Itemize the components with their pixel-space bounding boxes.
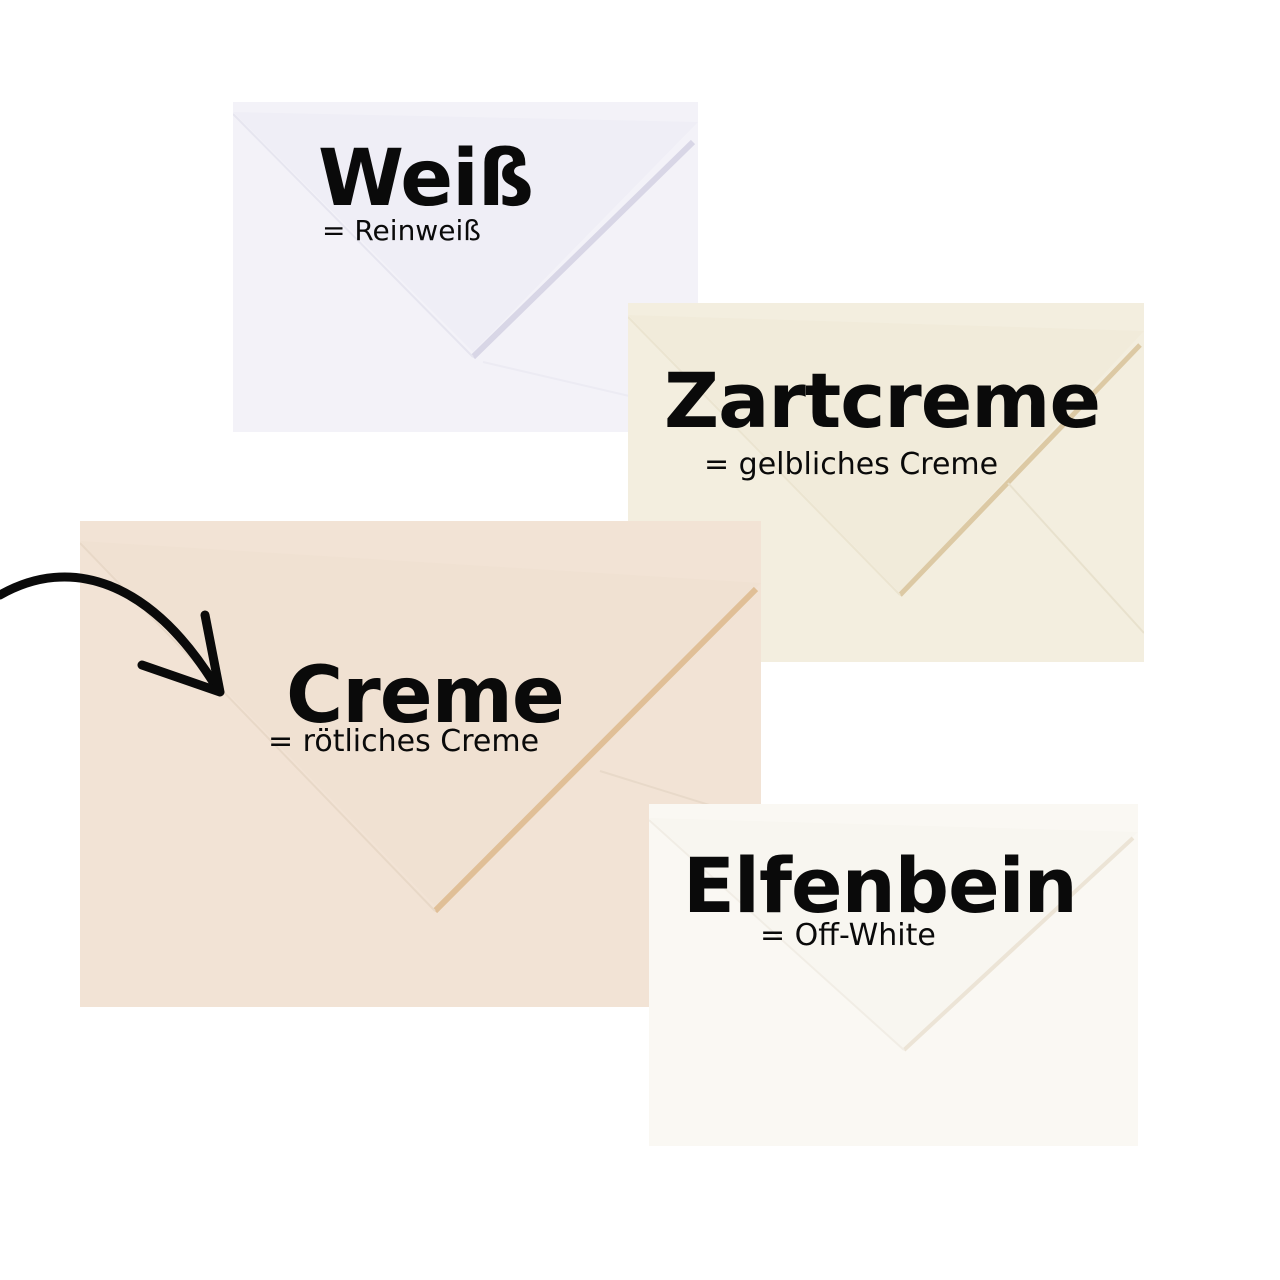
- envelope-subtitle-elfenbein: = Off-White: [760, 918, 936, 953]
- envelope-weiss: [233, 102, 698, 432]
- envelope-title-elfenbein: Elfenbein: [683, 841, 1078, 930]
- envelope-flap-elfenbein: [649, 804, 1138, 1146]
- envelope-subtitle-zartcreme: = gelbliches Creme: [704, 447, 999, 482]
- envelope-title-creme: Creme: [286, 651, 565, 741]
- envelope-subtitle-weiss: = Reinweiß: [322, 214, 481, 247]
- curved-arrow-icon: [0, 572, 225, 697]
- envelope-title-weiss: Weiß: [318, 134, 534, 224]
- envelope-flap-weiss: [233, 102, 698, 432]
- envelope-subtitle-creme: = rötliches Creme: [268, 724, 540, 759]
- envelope-elfenbein: [649, 804, 1138, 1146]
- envelope-creme: [80, 521, 761, 1007]
- envelope-title-zartcreme: Zartcreme: [664, 356, 1101, 445]
- envelope-flap-creme: [80, 521, 761, 1007]
